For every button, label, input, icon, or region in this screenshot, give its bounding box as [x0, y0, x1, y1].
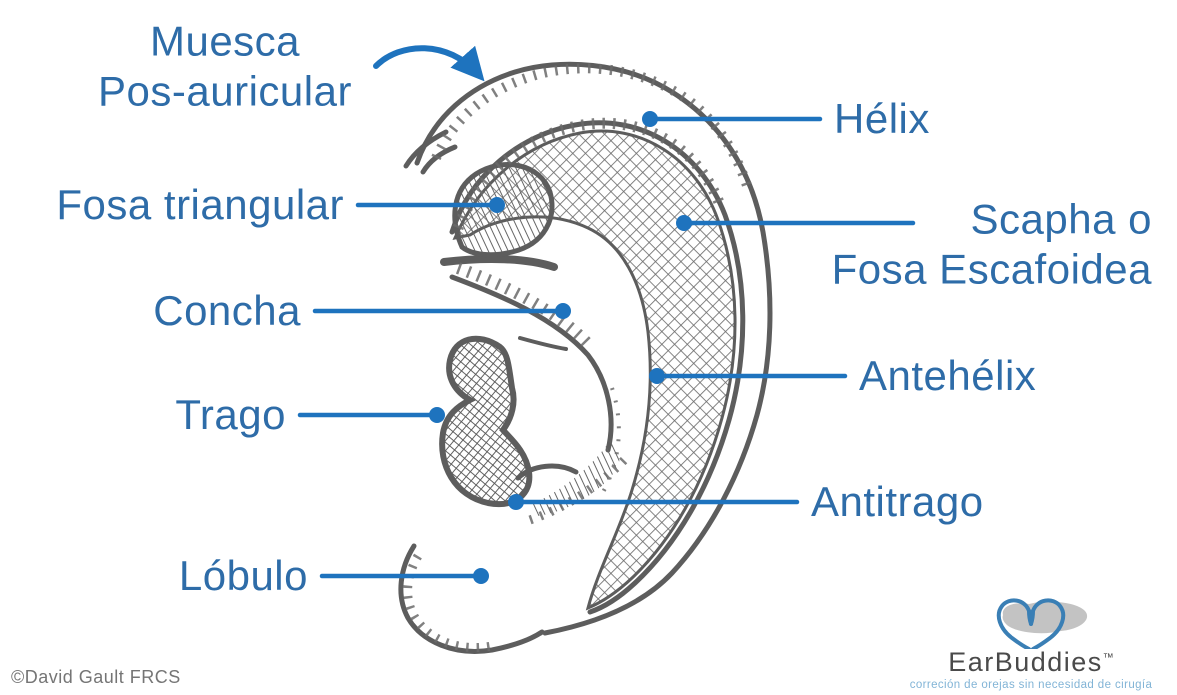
- postauricular-stroke: [420, 144, 458, 175]
- trademark-symbol: ™: [1102, 652, 1114, 664]
- copyright-credit: ©David Gault FRCS: [11, 667, 181, 687]
- helix-fringe: [431, 63, 754, 194]
- label-line: Hélix: [834, 94, 930, 142]
- scapha-hatch: [452, 129, 737, 611]
- crus-helicis-line: [449, 274, 614, 453]
- label-scapha-fosa-escafoidea: Scapha o Fosa Escafoidea: [832, 195, 1152, 296]
- label-lobulo: Lóbulo: [179, 551, 308, 601]
- helix-outer-outline: [414, 61, 773, 636]
- label-antehelix: Antehélix: [859, 351, 1036, 401]
- label-antitrago: Antitrago: [811, 477, 984, 527]
- label-line: Antitrago: [811, 477, 984, 525]
- label-fosa-triangular: Fosa triangular: [56, 180, 344, 230]
- label-line: Pos-auricular: [98, 68, 352, 115]
- label-muesca-pos-auricular: Muesca Pos-auricular: [98, 17, 352, 118]
- label-line: Concha: [153, 286, 301, 334]
- label-line: Muesca: [149, 17, 301, 65]
- label-line: Fosa triangular: [56, 180, 344, 228]
- helix-inner-rim: [449, 120, 746, 615]
- antitragus-hatch: [530, 438, 620, 516]
- logo-name-text: EarBuddies: [948, 647, 1103, 677]
- lower-rim-fringe: [528, 452, 632, 525]
- fossa-shadow-line: [440, 255, 558, 271]
- label-helix: Hélix: [834, 94, 930, 144]
- logo-heart-icon: [996, 598, 1066, 649]
- earbuddies-logo-mark: [996, 598, 1088, 649]
- label-line: Fosa Escafoidea: [831, 246, 1152, 293]
- tragus-hatch: [439, 335, 533, 507]
- label-concha: Concha: [153, 286, 301, 336]
- postauricular-stroke: [403, 129, 449, 169]
- logo-tagline: correción de orejas sin necesidad de cir…: [909, 679, 1153, 691]
- label-trago: Trago: [175, 390, 286, 440]
- lobule-outline: [398, 543, 545, 654]
- earbuddies-logo: EarBuddies™ correción de orejas sin nece…: [893, 597, 1169, 691]
- logo-name: EarBuddies™: [893, 649, 1169, 676]
- label-line: Trago: [175, 390, 286, 438]
- label-line: Lóbulo: [178, 551, 308, 599]
- label-line: Scapha o: [970, 195, 1152, 243]
- concha-inner-stroke: [518, 336, 568, 351]
- logo-ear-shape: [1002, 601, 1088, 634]
- label-line: Antehélix: [859, 351, 1037, 399]
